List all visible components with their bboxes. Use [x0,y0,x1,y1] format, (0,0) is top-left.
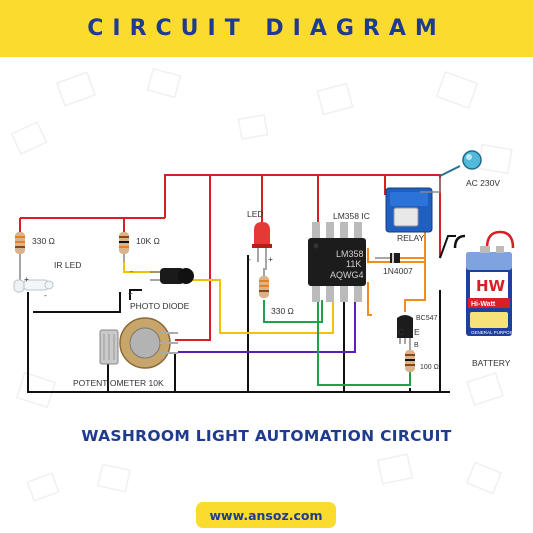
yellow-wires [123,262,334,334]
relay [385,187,433,233]
resistor-r2 [119,232,129,262]
resistor-r3 [259,268,269,298]
label-pd-plus: + [128,288,133,298]
label-ir-plus: + [24,274,29,284]
header-bar: CIRCUIT DIAGRAM [0,0,533,57]
red-led [252,222,272,270]
chip-line1: LM358 [336,249,364,259]
battery-logo: HW [476,277,506,295]
label-pd-minus: - [130,266,133,276]
label-diode: 1N4007 [383,266,413,276]
label-photo-diode: PHOTO DIODE [130,301,190,311]
battery-sub: GENERAL PURPOSE [471,330,516,335]
page-title: CIRCUIT DIAGRAM [87,16,446,41]
photo-diode [150,268,194,284]
website-link[interactable]: www.ansoz.com [209,507,323,523]
label-ir-minus: - [44,290,47,300]
label-transistor: BC547 [416,315,438,322]
label-r2: 10K Ω [136,236,160,246]
potentiometer [99,317,178,369]
purple-wires [178,300,356,353]
label-r4: 100 Ω [420,364,439,371]
battery-name: Hi-Watt [471,301,496,308]
website-badge[interactable]: www.ansoz.com [196,502,336,528]
diode-1n4007 [375,253,400,263]
label-pin-b: B [414,342,419,349]
label-ir-led: IR LED [54,260,81,270]
ir-led [13,268,54,293]
circuit-title: WASHROOM LIGHT AUTOMATION CIRCUIT [81,427,452,445]
label-pin-e: E [414,327,420,337]
red-wires [19,174,441,341]
label-ic: LM358 IC [333,211,370,221]
resistor-r1 [15,232,25,268]
chip-line2: 11K [346,259,361,269]
label-r3: 330 Ω [271,306,294,316]
label-led-minus: - [248,254,251,264]
background-pattern [10,67,513,502]
battery: HW Hi-Watt GENERAL PURPOSE [439,230,516,336]
green-wires [263,300,411,386]
label-led: LED [247,209,264,219]
chip-line3: AQWG4 [330,270,364,280]
black-wires [27,255,450,393]
label-pin-c: C [398,327,404,337]
resistor-r4 [405,344,415,372]
ac-bulb [420,150,482,193]
label-relay: RELAY [397,233,425,243]
label-battery: BATTERY [472,358,511,368]
label-potentiometer: POTENTIOMETER 10K [73,378,164,388]
lm358-ic: LM358 11K AQWG4 [308,222,366,302]
label-ac: AC 230V [466,178,500,188]
transistor-bc547 [397,315,413,344]
label-led-plus: + [268,254,273,264]
label-r1: 330 Ω [32,236,55,246]
